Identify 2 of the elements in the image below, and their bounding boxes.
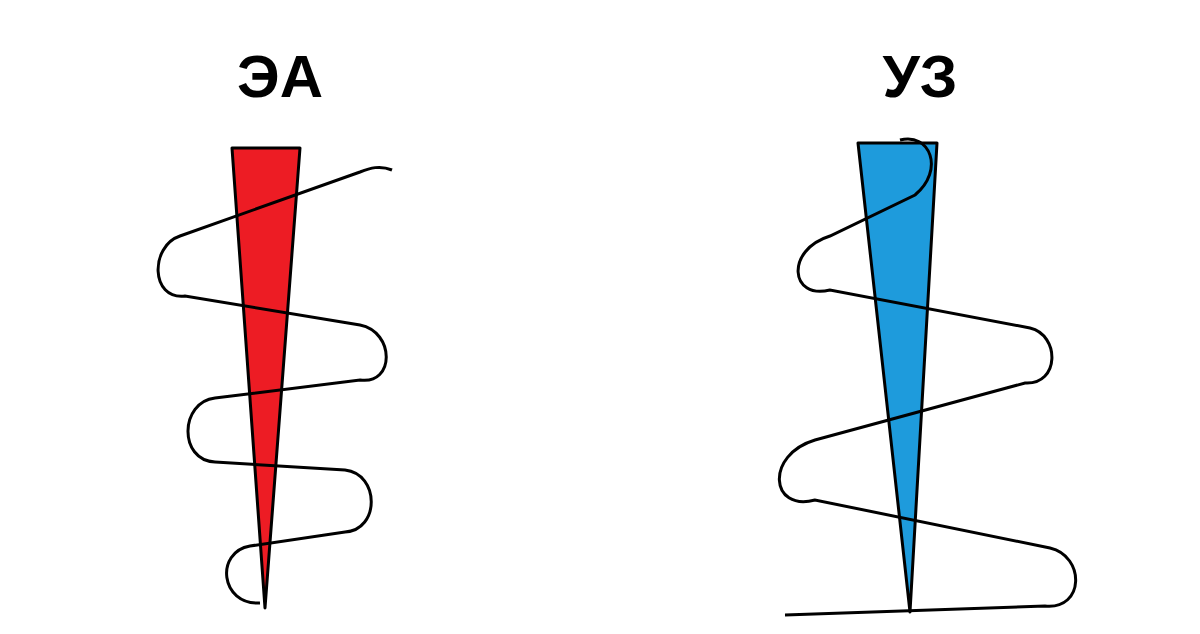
heading: ЭА <box>237 45 323 109</box>
heading: УЗ <box>882 45 958 109</box>
